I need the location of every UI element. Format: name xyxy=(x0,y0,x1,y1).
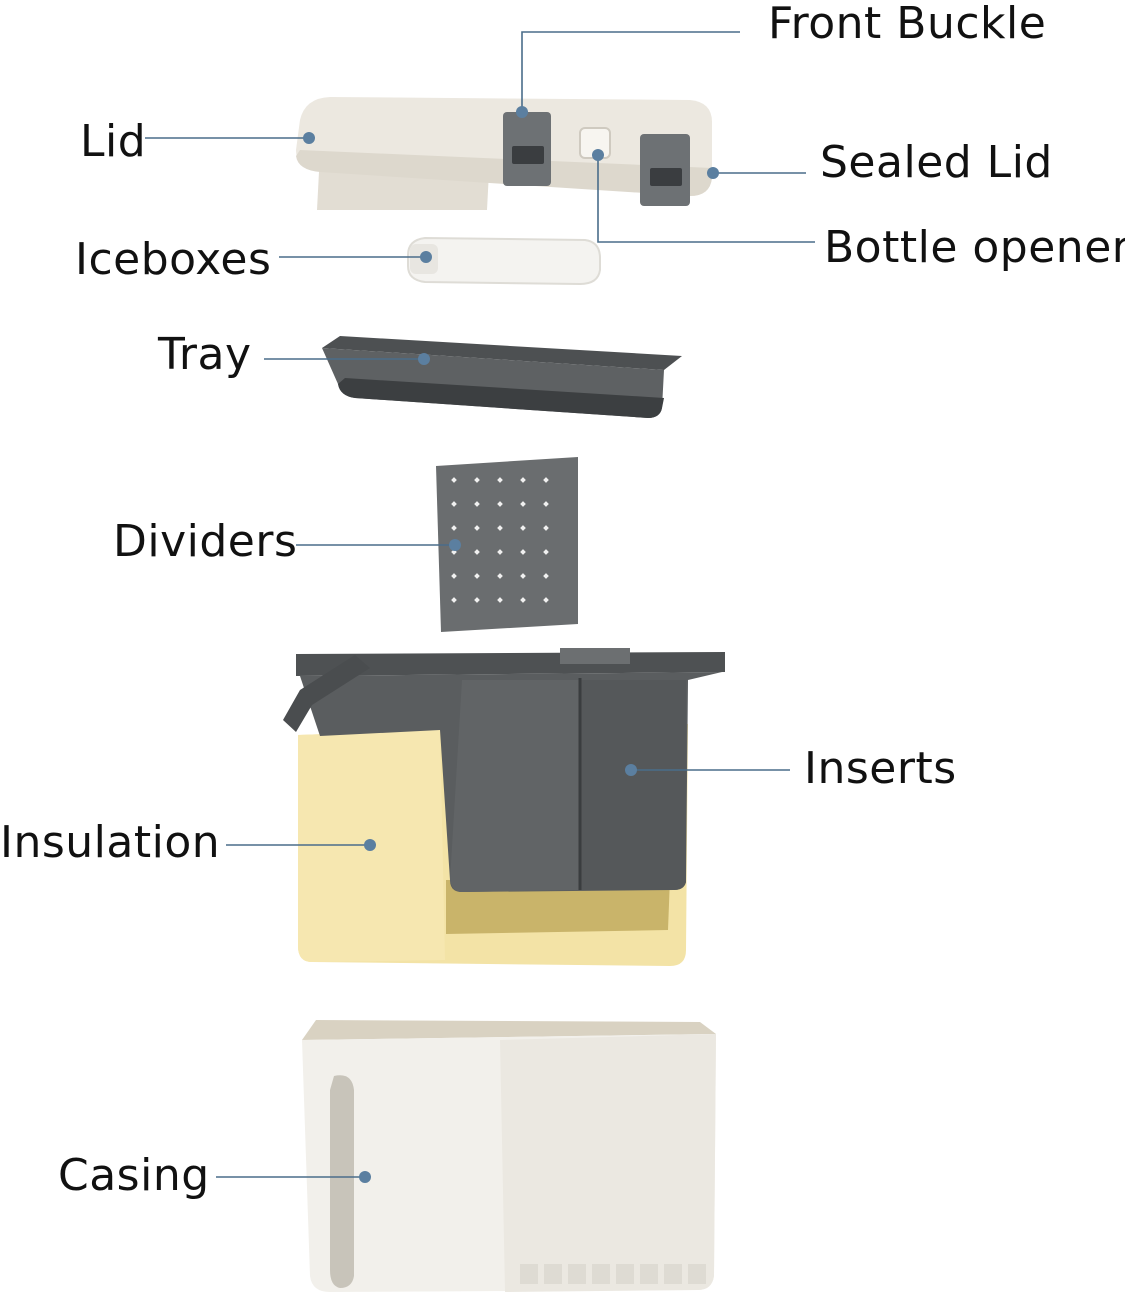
divider-hole xyxy=(520,573,526,579)
label-lid: Lid xyxy=(80,116,147,167)
divider-hole xyxy=(497,597,503,603)
divider-hole xyxy=(543,573,549,579)
divider-hole xyxy=(451,525,457,531)
divider-hole xyxy=(543,525,549,531)
divider-hole xyxy=(543,549,549,555)
divider-hole xyxy=(474,501,480,507)
casing-foot xyxy=(640,1264,658,1284)
divider-part xyxy=(436,457,578,632)
inserts-part xyxy=(283,648,725,892)
label-dividers: Dividers xyxy=(113,516,298,567)
label-casing: Casing xyxy=(58,1150,210,1201)
casing-foot xyxy=(616,1264,634,1284)
tray-part xyxy=(322,336,682,418)
label-bottle-opener: Bottle opener xyxy=(824,222,1125,273)
label-sealed-lid: Sealed Lid xyxy=(820,137,1053,188)
casing-part xyxy=(302,1020,716,1292)
divider-hole xyxy=(451,477,457,483)
front-buckle-part xyxy=(503,112,690,206)
casing-foot xyxy=(520,1264,538,1284)
divider-hole xyxy=(474,573,480,579)
divider-hole xyxy=(543,501,549,507)
divider-hole xyxy=(520,597,526,603)
bottle-opener-leader xyxy=(597,155,815,243)
casing-foot xyxy=(568,1264,586,1284)
label-tray: Tray xyxy=(158,329,252,380)
divider-hole xyxy=(474,597,480,603)
divider-hole xyxy=(497,525,503,531)
iceboxes-part xyxy=(407,236,601,286)
divider-hole xyxy=(451,573,457,579)
casing-foot xyxy=(544,1264,562,1284)
divider-hole xyxy=(520,477,526,483)
label-inserts: Inserts xyxy=(804,743,957,794)
divider-hole xyxy=(520,501,526,507)
divider-hole xyxy=(497,501,503,507)
divider-hole xyxy=(474,525,480,531)
divider-hole xyxy=(451,597,457,603)
divider-hole xyxy=(520,549,526,555)
casing-foot xyxy=(592,1264,610,1284)
leader-lines xyxy=(145,31,815,1178)
divider-hole xyxy=(543,597,549,603)
divider-hole xyxy=(451,501,457,507)
label-insulation: Insulation xyxy=(0,817,221,868)
casing-foot xyxy=(664,1264,682,1284)
front-buckle-leader xyxy=(521,31,740,112)
label-front-buckle: Front Buckle xyxy=(768,0,1047,49)
leader-dots xyxy=(303,106,719,1183)
divider-hole xyxy=(497,573,503,579)
divider-hole xyxy=(543,477,549,483)
label-iceboxes: Iceboxes xyxy=(75,234,272,285)
divider-hole xyxy=(520,525,526,531)
divider-hole xyxy=(474,477,480,483)
divider-hole xyxy=(497,549,503,555)
casing-foot xyxy=(688,1264,706,1284)
divider-hole xyxy=(497,477,503,483)
divider-hole xyxy=(474,549,480,555)
